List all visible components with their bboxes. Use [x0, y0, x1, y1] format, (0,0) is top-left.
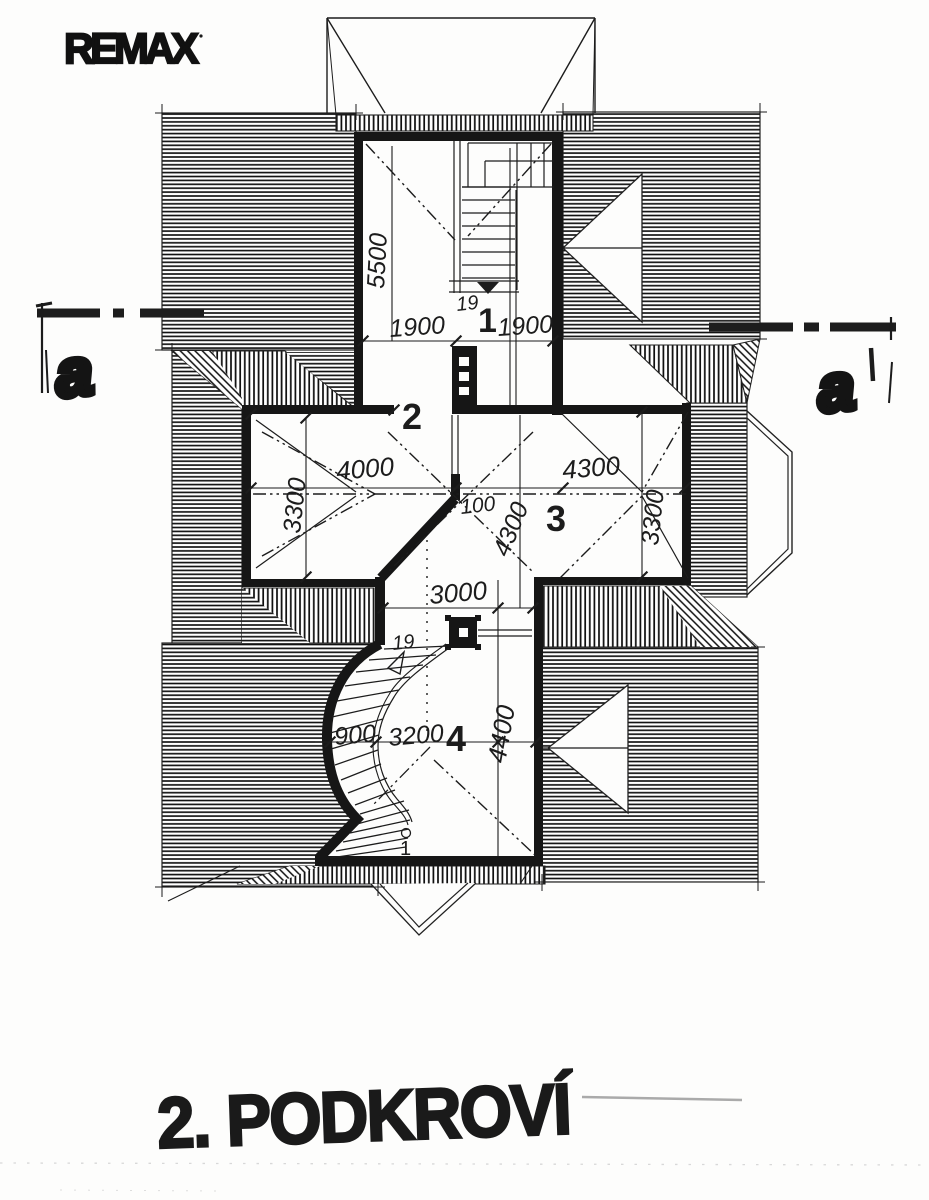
svg-text:1: 1 — [400, 838, 411, 860]
svg-text:3300: 3300 — [636, 488, 670, 546]
svg-text:a: a — [814, 348, 858, 425]
svg-text:REMAX: REMAX — [64, 25, 199, 73]
svg-text:4000: 4000 — [335, 451, 396, 486]
svg-text:900: 900 — [333, 719, 377, 751]
svg-text:3300: 3300 — [278, 476, 312, 534]
svg-text:2: 2 — [402, 396, 422, 437]
svg-text:2. PODKROVÍ: 2. PODKROVÍ — [156, 1069, 575, 1163]
svg-text:19: 19 — [391, 631, 415, 655]
svg-text:5500: 5500 — [362, 232, 393, 289]
svg-text:3000: 3000 — [428, 575, 489, 610]
svg-text:1900: 1900 — [496, 310, 554, 342]
svg-text:4: 4 — [446, 718, 466, 759]
svg-text:1: 1 — [478, 302, 497, 340]
svg-text:a: a — [52, 333, 96, 410]
svg-text:1900: 1900 — [388, 311, 446, 343]
svg-text:19: 19 — [455, 292, 479, 316]
svg-text:4300: 4300 — [561, 450, 622, 485]
svg-text:3: 3 — [546, 498, 566, 539]
svg-text:3200: 3200 — [387, 719, 445, 752]
svg-text:100: 100 — [459, 492, 497, 519]
